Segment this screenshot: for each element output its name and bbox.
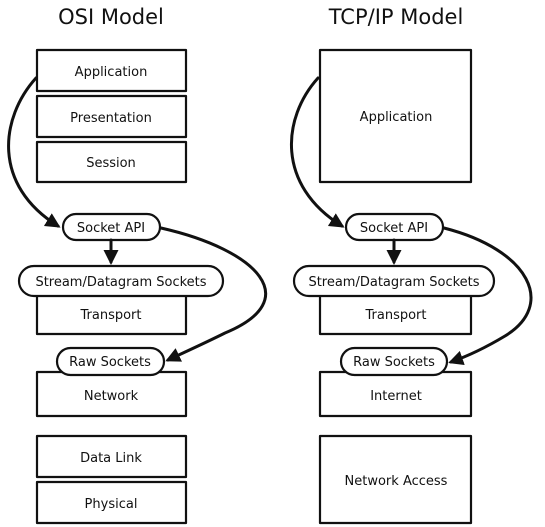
tcpip-network-access-label: Network Access [345,474,448,489]
osi-session-layer: Session [35,140,188,184]
osi-presentation-label: Presentation [70,111,152,126]
tcpip-socket-to-raw-arrow [442,226,533,366]
tcpip-internet-label: Internet [370,389,422,404]
osi-session-label: Session [86,156,136,171]
tcpip-network-access-layer: Network Access [318,434,473,525]
osi-socket-to-raw-arrow [159,226,267,362]
osi-transport-label: Transport [79,308,141,323]
tcpip-application-label: Application [360,110,433,125]
tcpip-socket-api-label: Socket API [360,221,428,236]
osi-raw-sockets-label: Raw Sockets [69,355,151,370]
tcpip-app-to-socket-arrow [289,76,345,228]
osi-network-layer: Network [35,370,188,418]
osi-stream-datagram-sockets: Stream/Datagram Sockets [17,264,225,298]
tcpip-raw-sockets: Raw Sockets [339,346,449,377]
osi-physical-label: Physical [85,497,138,512]
osi-data-link-layer: Data Link [35,434,188,479]
osi-data-link-label: Data Link [80,451,142,466]
osi-physical-layer: Physical [35,480,188,525]
tcpip-stream-datagram-label: Stream/Datagram Sockets [308,275,479,290]
tcpip-transport-label: Transport [364,308,426,323]
tcpip-application-layer: Application [318,48,473,184]
osi-application-label: Application [75,65,148,80]
osi-stream-datagram-label: Stream/Datagram Sockets [35,275,206,290]
tcpip-title: TCP/IP Model [328,5,464,29]
osi-model: OSI Model Application Presentation Sessi… [7,5,267,525]
osi-raw-sockets: Raw Sockets [55,346,166,377]
tcpip-internet-layer: Internet [318,370,473,418]
osi-socket-api-label: Socket API [77,221,145,236]
tcpip-model: TCP/IP Model Application Transport Inter… [289,5,533,525]
osi-application-layer: Application [35,48,188,93]
tcpip-stream-datagram-sockets: Stream/Datagram Sockets [292,264,496,298]
osi-app-to-socket-arrow [7,76,61,228]
osi-socket-api: Socket API [61,212,162,242]
osi-title: OSI Model [58,5,164,29]
tcpip-raw-sockets-label: Raw Sockets [353,355,435,370]
tcpip-socket-api: Socket API [344,212,445,242]
osi-network-label: Network [84,389,139,404]
osi-presentation-layer: Presentation [35,94,188,139]
